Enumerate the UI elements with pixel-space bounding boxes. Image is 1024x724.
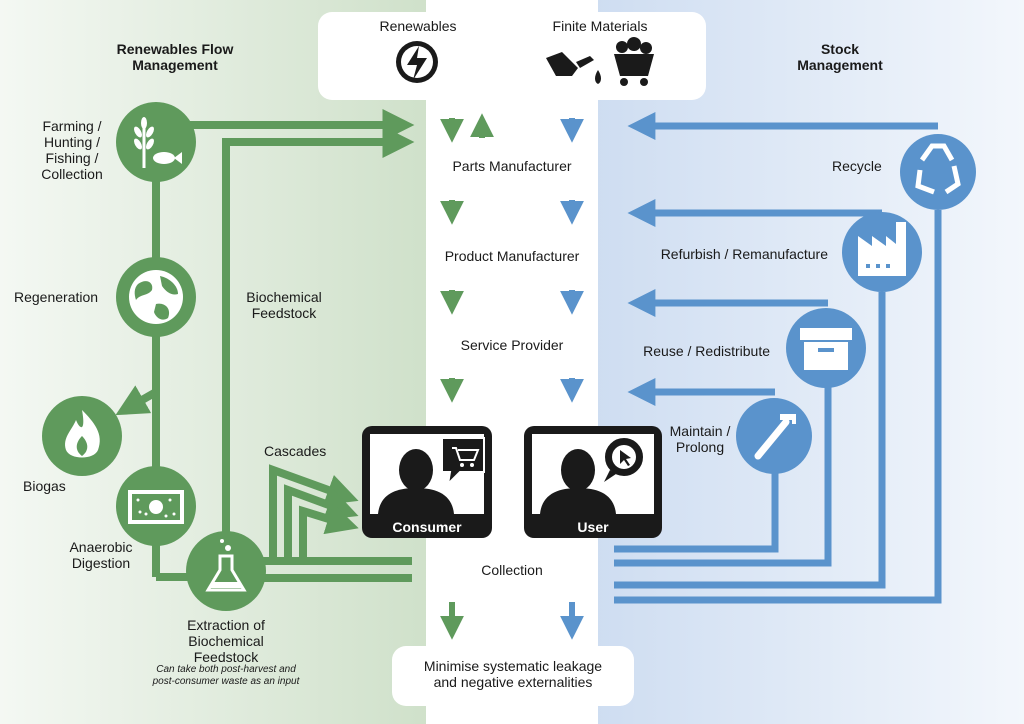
- regeneration-label: Regeneration: [14, 289, 99, 305]
- maintain-loop: [614, 470, 779, 553]
- extraction-label: Extraction of Biochemical Feedstock: [187, 617, 265, 665]
- biochemical-feedstock-label: Biochemical Feedstock: [246, 289, 322, 321]
- box-icon: [786, 308, 866, 388]
- cascade-arrow-3: [299, 503, 359, 560]
- stock-management-lines: [614, 112, 942, 604]
- collection-label: Collection: [481, 562, 543, 578]
- cascade-arrow-1: [269, 464, 359, 560]
- factory-icon: [842, 212, 922, 292]
- reuse-loop: [614, 385, 832, 567]
- maintain-label: Maintain / Prolong: [669, 423, 731, 455]
- consumer-card: [362, 426, 492, 538]
- biochemical-feedstock-arrow: [222, 126, 415, 548]
- cascades-label: Cascades: [264, 443, 327, 459]
- flame-icon: [42, 396, 122, 476]
- stock-management-heading: Stock Management: [797, 41, 883, 73]
- mine-cart-icon: [614, 37, 654, 86]
- leakage-label: Minimise systematic leakage and negative…: [423, 658, 603, 690]
- wrench-icon: [736, 398, 812, 474]
- renewables-flow-heading: Renewables Flow Management: [116, 41, 234, 73]
- flow-arrows: [440, 113, 584, 640]
- globe-icon: [116, 257, 196, 337]
- product-manufacturer-label: Product Manufacturer: [444, 248, 580, 264]
- anaerobic-digestion-icon: [116, 466, 196, 546]
- user-card: [524, 426, 662, 538]
- leakage-box: [392, 646, 634, 706]
- recycle-label: Recycle: [832, 158, 882, 174]
- farming-label: Farming / Hunting / Fishing / Collection: [41, 118, 103, 182]
- finite-materials-label: Finite Materials: [552, 18, 648, 34]
- anaerobic-digestion-label: Anaerobic Digestion: [69, 539, 133, 571]
- wheat-fish-icon: [116, 102, 196, 182]
- parts-manufacturer-label: Parts Manufacturer: [452, 158, 572, 174]
- refurbish-loop: [614, 292, 886, 589]
- extraction-note: Can take both post-harvest and post-cons…: [152, 664, 300, 687]
- biogas-arrow: [115, 385, 158, 416]
- user-label: User: [577, 519, 609, 535]
- biogas-label: Biogas: [23, 478, 66, 494]
- lightning-icon: [396, 41, 438, 83]
- oil-can-icon: [546, 52, 601, 84]
- consumer-label: Consumer: [392, 519, 462, 535]
- recycle-loop: [614, 210, 942, 604]
- reuse-label: Reuse / Redistribute: [643, 343, 770, 359]
- flask-icon: [186, 531, 266, 611]
- service-provider-label: Service Provider: [460, 337, 564, 353]
- refurbish-label: Refurbish / Remanufacture: [660, 246, 828, 262]
- renewables-label: Renewables: [379, 18, 457, 34]
- recycle-icon: [900, 134, 976, 210]
